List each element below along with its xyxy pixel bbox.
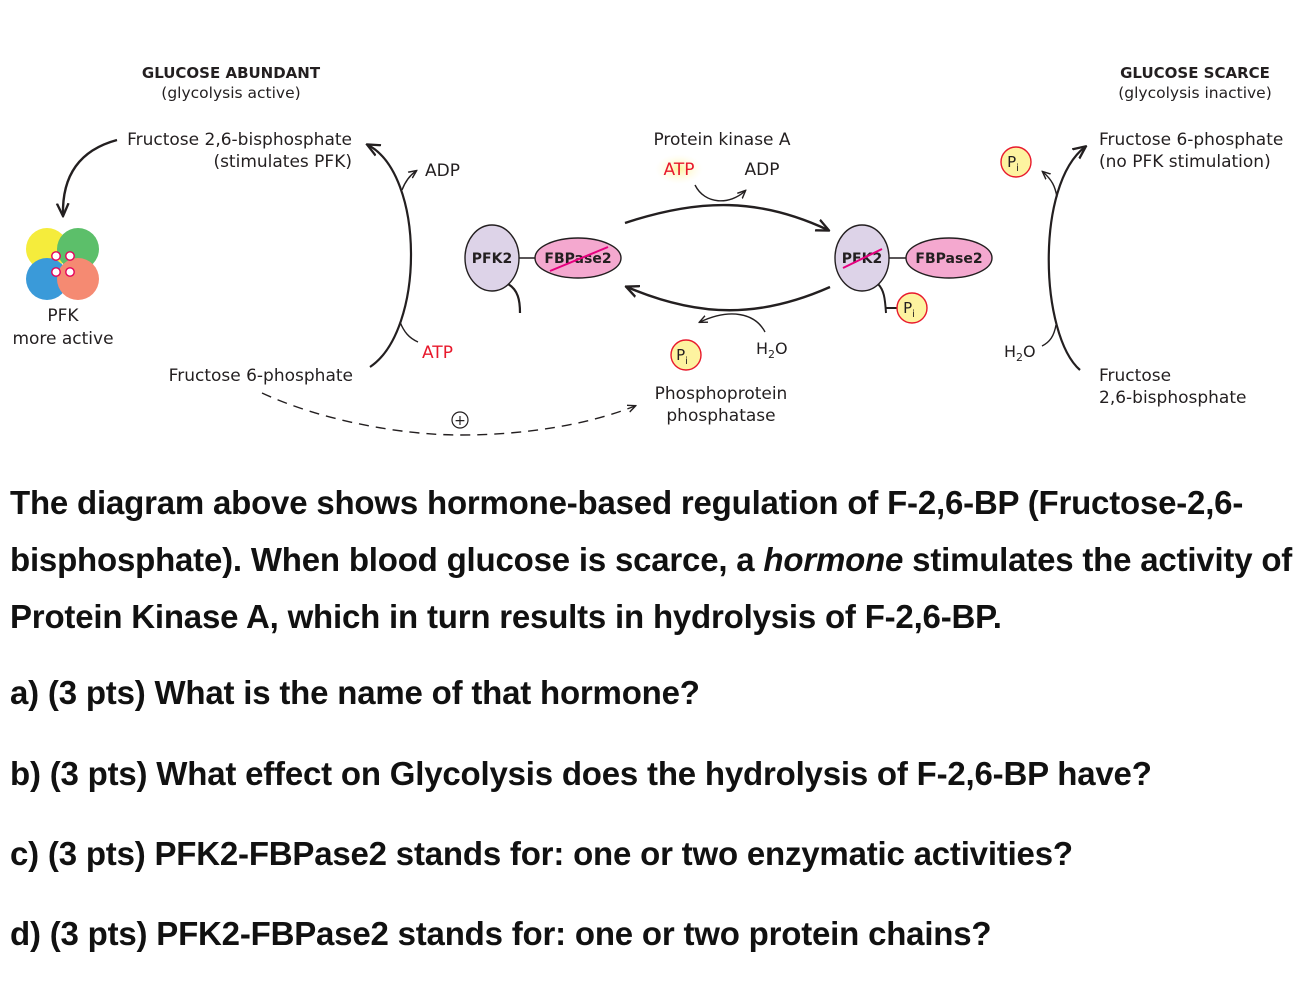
inactive-strike <box>549 246 609 272</box>
pi-enzyme: Pi <box>903 299 915 320</box>
activation-dashed-arrow <box>261 392 635 436</box>
enzyme-left: PFK2 FBPase2 <box>464 224 622 314</box>
f26bp-left-line1: Fructose 2,6-bisphosphate <box>127 130 352 150</box>
ppase-line1: Phosphoprotein <box>655 384 788 404</box>
h2o-right: H2O <box>1004 342 1036 364</box>
question-a: a) (3 pts) What is the name of that horm… <box>10 674 700 711</box>
ppase-line2: phosphatase <box>666 406 775 426</box>
left-header: GLUCOSE ABUNDANT <box>142 64 321 82</box>
pka-adp: ADP <box>745 160 780 180</box>
question-c: c) (3 pts) PFK2-FBPase2 stands for: one … <box>10 835 1073 872</box>
pi-release-arrow <box>1043 172 1058 198</box>
pka-cofactor-arrow <box>694 184 745 202</box>
hormone-word: hormone <box>763 541 904 578</box>
pfk-tetramer-icon <box>26 228 99 300</box>
f6p-right-line1: Fructose 6-phosphate <box>1099 130 1283 150</box>
phospho-stub <box>877 283 898 314</box>
f26bp-right-line1: Fructose <box>1099 366 1171 386</box>
inactive-strike-right <box>842 248 883 269</box>
enzyme-right: PFK2 FBPase2 Pi <box>834 224 993 324</box>
phosphorylation-arrow <box>624 203 828 230</box>
pi-top-icon <box>1000 146 1032 178</box>
h2o-center: H2O <box>756 339 788 361</box>
intro-paragraph: The diagram above shows hormone-based re… <box>10 484 1293 635</box>
right-header: GLUCOSE SCARCE <box>1120 64 1270 82</box>
stimulation-arrow <box>63 138 118 215</box>
pfk-label: PFK <box>47 306 79 326</box>
f26bp-left-line2: (stimulates PFK) <box>213 152 352 172</box>
fbpase2-domain-right <box>905 237 993 279</box>
atp-halo <box>655 154 703 184</box>
pka-label: Protein kinase A <box>653 130 790 150</box>
pi-center: Pi <box>676 346 688 367</box>
f6p-left: Fructose 6-phosphate <box>169 366 353 386</box>
pi-enzyme-icon <box>896 292 928 324</box>
regulation-diagram: GLUCOSE ABUNDANT (glycolysis active) GLU… <box>12 64 1283 436</box>
question-d: d) (3 pts) PFK2-FBPase2 stands for: one … <box>10 915 992 952</box>
atp-input-line <box>399 321 419 343</box>
adp-release-arrow <box>401 171 416 191</box>
plus-circle-icon <box>451 411 469 429</box>
pka-atp: ATP <box>664 160 695 180</box>
dephosphorylation-arrow <box>627 287 831 312</box>
fbpase2-reaction-arc <box>1047 147 1085 371</box>
left-subheader: (glycolysis active) <box>161 84 300 102</box>
question-b: b) (3 pts) What effect on Glycolysis doe… <box>10 755 1152 792</box>
phosphatase-cofactor-arrow <box>700 313 766 333</box>
atp-left: ATP <box>422 343 453 363</box>
pfk2-left-label: PFK2 <box>472 251 512 267</box>
pfk2-domain-left <box>464 224 520 292</box>
ser-oh-stub <box>507 283 522 314</box>
pi-center-icon <box>670 339 702 371</box>
question-block: The diagram above shows hormone-based re… <box>10 474 1306 952</box>
pfk2-reaction-arc <box>368 145 412 368</box>
right-subheader: (glycolysis inactive) <box>1118 84 1272 102</box>
adp-left: ADP <box>425 161 460 181</box>
h2o-input-line <box>1041 324 1057 347</box>
f6p-right-line2: (no PFK stimulation) <box>1099 152 1271 172</box>
pfk-sublabel: more active <box>12 329 113 349</box>
pi-top: Pi <box>1007 153 1019 174</box>
f26bp-right-line2: 2,6-bisphosphate <box>1099 388 1246 408</box>
fbpase2-right-label: FBPase2 <box>915 251 982 267</box>
plus-sign: + <box>454 413 466 429</box>
